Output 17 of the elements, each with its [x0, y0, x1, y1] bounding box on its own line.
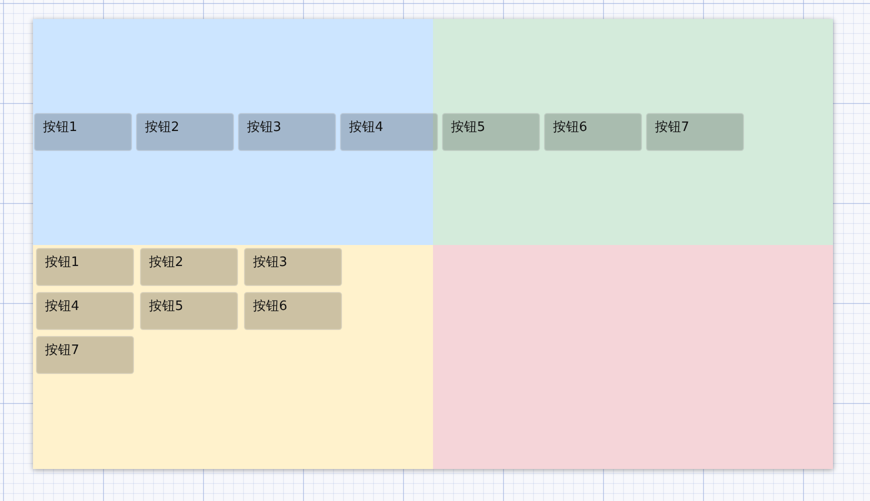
button: 按钮1 — [34, 113, 132, 151]
button: 按钮1 — [36, 248, 134, 286]
button: 按钮7 — [36, 336, 134, 374]
button: 按钮4 — [36, 292, 134, 330]
button: 按钮3 — [244, 248, 342, 286]
button: 按钮7 — [646, 113, 744, 151]
button: 按钮6 — [544, 113, 642, 151]
layout-region — [433, 245, 833, 469]
button: 按钮4 — [340, 113, 438, 151]
layout-region — [33, 245, 433, 469]
button: 按钮5 — [140, 292, 238, 330]
button: 按钮3 — [238, 113, 336, 151]
button: 按钮2 — [136, 113, 234, 151]
button: 按钮6 — [244, 292, 342, 330]
button: 按钮5 — [442, 113, 540, 151]
layout-region — [433, 19, 833, 245]
button: 按钮2 — [140, 248, 238, 286]
